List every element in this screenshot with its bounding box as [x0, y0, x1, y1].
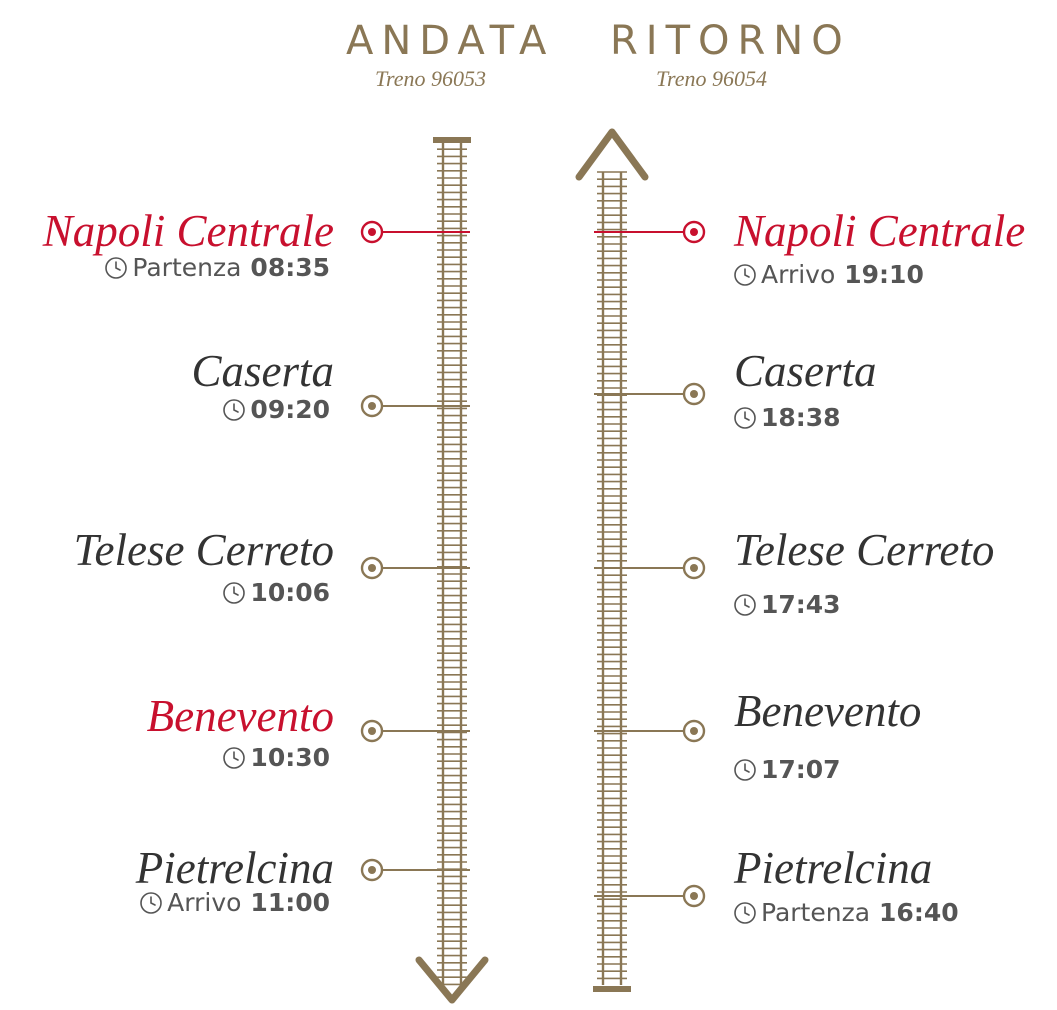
andata-time: 09:20: [222, 395, 330, 425]
clock-icon: [222, 398, 246, 422]
ritorno-title: RITORNO: [610, 18, 851, 64]
down-arrow-icon: [415, 956, 489, 1004]
clock-icon: [733, 593, 757, 617]
ritorno-stop-dot: [690, 228, 698, 236]
time-value: 16:40: [879, 898, 959, 927]
andata-train-number: Treno 96053: [375, 66, 487, 91]
time-label: Partenza: [132, 253, 242, 282]
time-value: 17:07: [761, 755, 841, 784]
time-value: 09:20: [250, 395, 330, 424]
ritorno-time: Partenza 16:40: [733, 898, 959, 928]
andata-stop-dot: [368, 228, 376, 236]
clock-icon: [733, 263, 757, 287]
andata-track: [437, 141, 467, 986]
clock-icon: [104, 256, 128, 280]
clock-icon: [222, 746, 246, 770]
time-value: 11:00: [250, 888, 330, 917]
time-value: 10:30: [250, 743, 330, 772]
andata-station-name: Caserta: [191, 346, 334, 396]
andata-stop-dot: [368, 866, 376, 874]
ritorno-time: 17:43: [733, 590, 841, 620]
time-value: 18:38: [761, 403, 841, 432]
ritorno-train-number: Treno 96054: [656, 66, 768, 91]
time-value: 08:35: [250, 253, 330, 282]
andata-time: Partenza 08:35: [104, 253, 330, 283]
andata-stop-dot: [368, 564, 376, 572]
andata-time: 10:06: [222, 578, 330, 608]
ritorno-time: 18:38: [733, 403, 841, 433]
clock-icon: [733, 758, 757, 782]
up-arrow-icon: [575, 128, 649, 181]
time-label: Arrivo: [167, 888, 242, 917]
andata-time: Arrivo 11:00: [139, 888, 330, 918]
ritorno-time: Arrivo 19:10: [733, 260, 924, 290]
andata-stop-dot: [368, 402, 376, 410]
ritorno-time: 17:07: [733, 755, 841, 785]
andata-station-name: Telese Cerreto: [73, 525, 334, 575]
ritorno-station-name: Pietrelcina: [734, 843, 933, 893]
time-value: 19:10: [844, 260, 924, 289]
clock-icon: [733, 406, 757, 430]
ritorno-station-name: Caserta: [734, 346, 877, 396]
clock-icon: [222, 581, 246, 605]
ritorno-stop-dot: [690, 727, 698, 735]
time-label: Arrivo: [761, 260, 836, 289]
clock-icon: [733, 901, 757, 925]
ritorno-station-name: Benevento: [734, 686, 922, 736]
andata-time: 10:30: [222, 743, 330, 773]
time-value: 17:43: [761, 590, 841, 619]
andata-station-name: Napoli Centrale: [42, 206, 334, 256]
ritorno-stop-dot: [690, 564, 698, 572]
time-value: 10:06: [250, 578, 330, 607]
ritorno-station-name: Napoli Centrale: [734, 206, 1026, 256]
ritorno-station-name: Telese Cerreto: [734, 525, 995, 575]
andata-title: ANDATA: [346, 18, 555, 64]
time-label: Partenza: [761, 898, 871, 927]
clock-icon: [139, 891, 163, 915]
ritorno-track: [597, 171, 627, 985]
ritorno-stop-dot: [690, 390, 698, 398]
andata-station-name: Pietrelcina: [135, 843, 334, 893]
andata-station-name: Benevento: [146, 691, 334, 741]
andata-stop-dot: [368, 727, 376, 735]
ritorno-stop-dot: [690, 892, 698, 900]
